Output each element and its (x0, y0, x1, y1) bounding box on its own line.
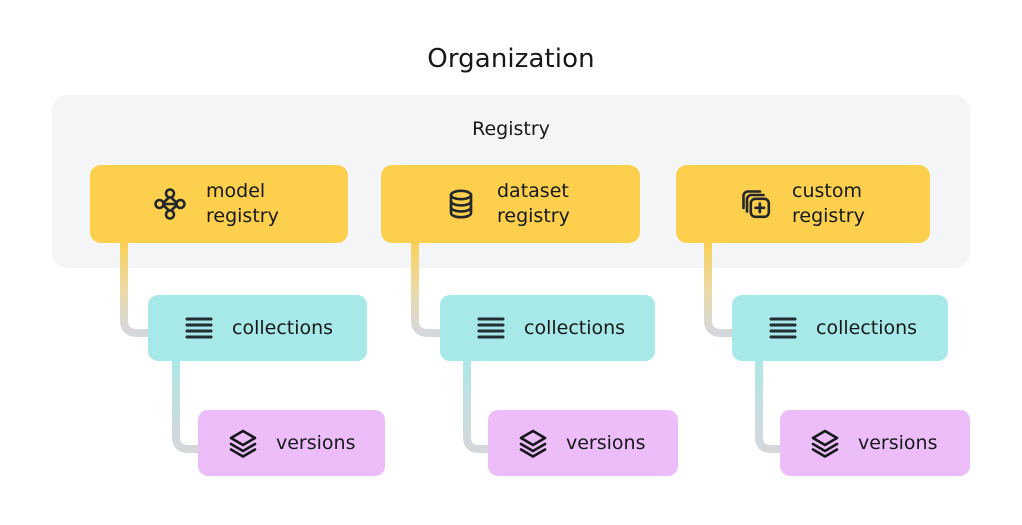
copy-plus-icon (734, 184, 778, 224)
card-dataset-collections[interactable]: collections (440, 295, 655, 361)
card-custom-versions-label: versions (858, 431, 938, 454)
card-model-collections-label: collections (232, 316, 334, 339)
card-custom-versions[interactable]: versions (780, 410, 970, 476)
database-cylinder-icon (439, 184, 483, 224)
list-lines-icon (182, 312, 216, 344)
card-dataset-registry-label: dataset registry (497, 180, 570, 227)
card-model-versions-label: versions (276, 431, 356, 454)
card-custom-registry[interactable]: custom registry (676, 165, 930, 243)
card-model-collections[interactable]: collections (148, 295, 367, 361)
stacked-layers-icon (808, 426, 842, 460)
stacked-layers-icon (226, 426, 260, 460)
list-lines-icon (474, 312, 508, 344)
stacked-layers-icon (516, 426, 550, 460)
card-dataset-registry[interactable]: dataset registry (381, 165, 640, 243)
card-model-registry[interactable]: model registry (90, 165, 348, 243)
page-title: Organization (427, 44, 595, 74)
card-custom-registry-label: custom registry (792, 180, 865, 227)
card-dataset-versions[interactable]: versions (488, 410, 678, 476)
card-custom-collections-label: collections (816, 316, 918, 339)
card-model-versions[interactable]: versions (198, 410, 385, 476)
card-custom-collections[interactable]: collections (732, 295, 948, 361)
network-nodes-icon (148, 184, 192, 224)
registry-group-label: Registry (472, 118, 550, 140)
card-model-registry-label: model registry (206, 180, 279, 227)
card-dataset-collections-label: collections (524, 316, 626, 339)
card-dataset-versions-label: versions (566, 431, 646, 454)
list-lines-icon (766, 312, 800, 344)
